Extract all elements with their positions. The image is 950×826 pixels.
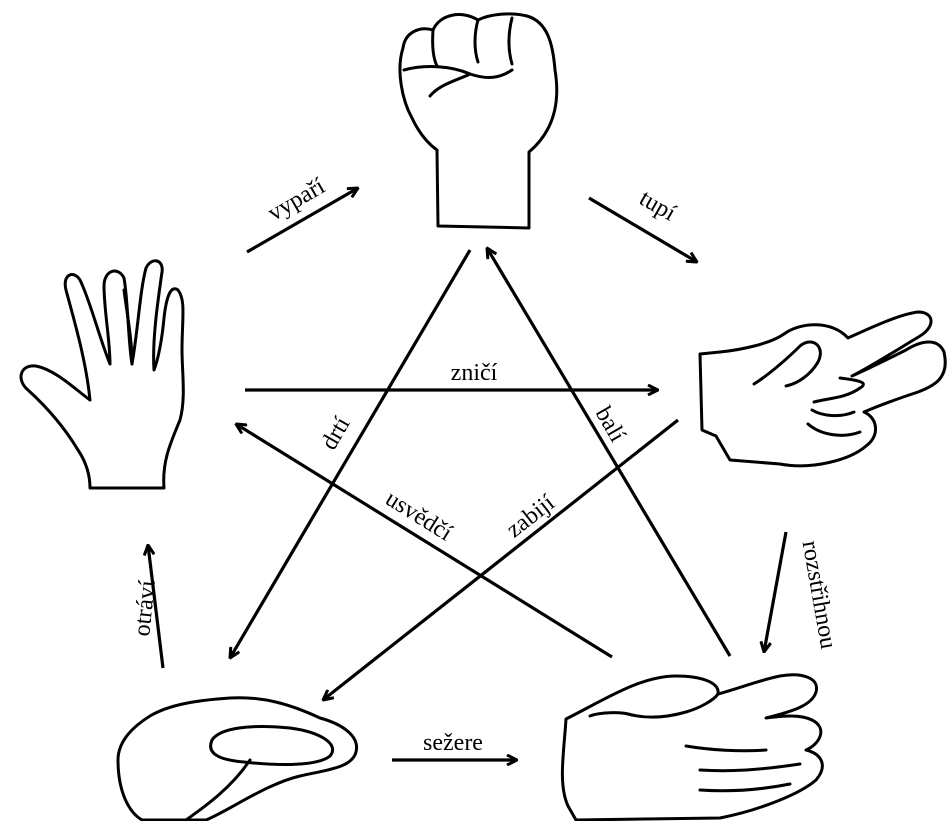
edge-tupi: tupí xyxy=(589,185,697,262)
flat-hand-icon xyxy=(562,675,822,820)
label-vypari: vypaří xyxy=(263,173,329,226)
label-bali: balí xyxy=(590,402,631,446)
spock-hand-icon xyxy=(21,261,183,488)
edge-zabiji: zabijí xyxy=(323,420,678,700)
arrow-scissors-to-paper xyxy=(764,532,786,652)
label-znici: zničí xyxy=(451,360,498,386)
edge-vypari: vypaří xyxy=(247,173,358,252)
arrow-scissors-to-lizard xyxy=(323,420,678,700)
edge-otravi: otráví xyxy=(129,545,163,668)
lizard-hand-icon xyxy=(118,698,357,820)
label-otravi: otráví xyxy=(129,579,161,638)
arrow-paper-to-rock xyxy=(487,248,730,656)
label-sezere: sežere xyxy=(423,730,483,756)
fist-icon xyxy=(400,14,557,228)
edge-rozstrihnou: rozstřihnou xyxy=(764,532,841,652)
edge-drti: drtí xyxy=(230,250,470,658)
label-drti: drtí xyxy=(316,412,355,454)
label-tupi: tupí xyxy=(635,185,681,226)
edge-znici: zničí xyxy=(245,360,658,390)
edge-bali: balí xyxy=(487,248,730,656)
label-rozstrihnou: rozstřihnou xyxy=(797,539,842,651)
edge-sezere: sežere xyxy=(392,730,517,760)
scissors-hand-icon xyxy=(700,312,945,466)
arrow-rock-to-lizard xyxy=(230,250,470,658)
